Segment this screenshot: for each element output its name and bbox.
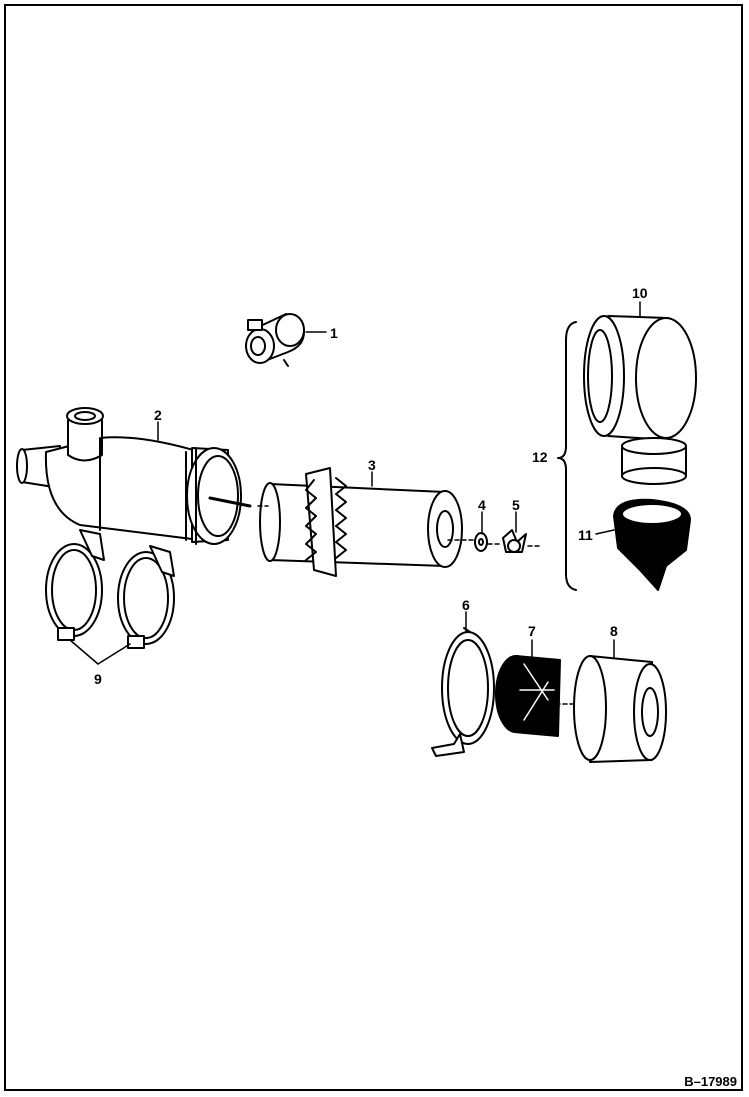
figure-id: B–17989: [684, 1074, 737, 1089]
callout-8: 8: [610, 623, 618, 639]
callout-1: 1: [330, 325, 338, 341]
callout-4: 4: [478, 497, 486, 513]
mounting-bands-part: [45, 529, 175, 649]
precleaner-part: [613, 498, 691, 591]
callout-5: 5: [512, 497, 520, 513]
air-cleaner-housing-part: [16, 407, 252, 545]
primary-filter-element-part: [259, 467, 463, 577]
callout-2: 2: [154, 407, 162, 423]
washer-part: [474, 532, 488, 552]
wing-nut-part: [502, 529, 527, 553]
leader-lines: [69, 301, 641, 705]
callout-10: 10: [632, 285, 648, 301]
callout-11: 11: [578, 527, 593, 543]
safety-filter-element-part: [495, 655, 561, 737]
outer-filter-element-part: [573, 655, 667, 763]
callout-9: 9: [94, 671, 102, 687]
group-bracket-12: [557, 321, 577, 591]
callout-12: 12: [532, 449, 548, 465]
clamp-band-part: [431, 627, 495, 757]
callout-7: 7: [528, 623, 536, 639]
service-indicator-part: [245, 313, 305, 367]
callout-6: 6: [462, 597, 470, 613]
callout-3: 3: [368, 457, 376, 473]
precleaner-cap-part: [583, 315, 697, 485]
